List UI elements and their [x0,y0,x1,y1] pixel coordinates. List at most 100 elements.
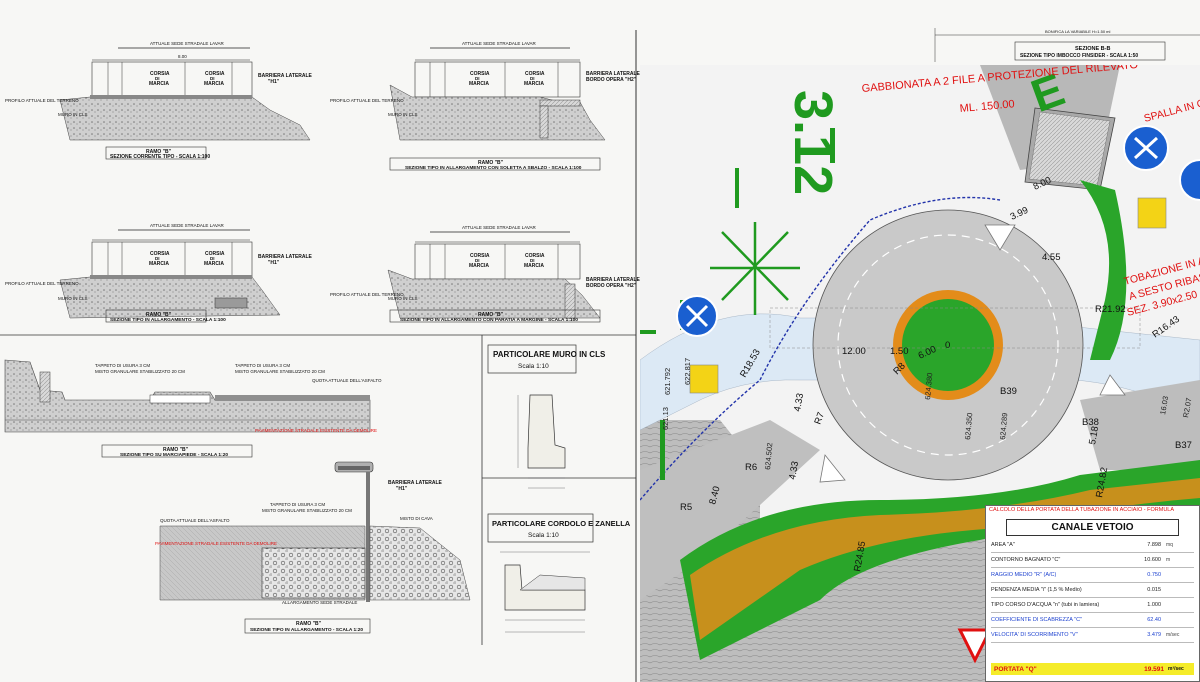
muro-detail-scale: Scala 1:10 [518,363,549,370]
detail-muro-cls: PARTICOLARE MURO IN CLS Scala 1:10 [487,344,606,489]
bb-title: SEZIONE B-B [1075,46,1110,52]
dim-label: 5.18 [1087,425,1101,445]
corsia-label: CORSIA [525,253,545,259]
table-row-label: PENDENZA MEDIA "i" (1,5 % Medio) [991,587,1082,593]
di-label: DI [475,258,480,263]
section-title: SEZIONE TIPO IN ALLARGAMENTO - SCALA 1:1… [110,317,226,323]
table-row-label: CONTORNO BAGNATO "C" [991,557,1061,563]
bb-top-label: BONIFICA LA VARIABILE H=1.50 ml [1045,29,1111,34]
marcia-label: MARCIA [204,81,224,87]
bb-subtitle: SEZIONE TIPO IMBOCCO FINSIDER - SCALA 1:… [1020,53,1138,59]
dim-label: B38 [1082,417,1099,428]
detail-cordolo-zanella: PARTICOLARE CORDOLO E ZANELLA Scala 1:10 [487,513,631,633]
ramo-label: RAMO "B" [146,312,172,318]
quota-label: QUOTA ATTUALE DELL'ASFALTO [160,518,230,523]
h1-label: "H1" [268,260,280,266]
keep-left-sign-icon [676,295,718,337]
elevation-label: 624.289 [998,412,1009,440]
portata-table-panel: CALCOLO DELLA PORTATA DELLA TUBAZIONE IN… [985,505,1200,682]
marcia-label: MARCIA [469,263,489,269]
ramo-label: RAMO "B" [478,312,504,318]
section-title: SEZIONE TIPO SU MARCIAPIEDE - SCALA 1:20 [120,452,228,458]
ramo-label: RAMO "B" [146,149,172,155]
dim-label: B37 [1175,440,1192,451]
elevation-label: R2.07 [1181,397,1193,418]
ramo-label: RAMO "B" [296,621,322,627]
barriera-label: BARRIERA LATERALE [586,71,641,77]
tappeto-label: TAPPETO DI USURA 3 CM [270,502,325,507]
gabbionata-ml-label: ML. 150.00 [959,98,1015,115]
section-title: SEZIONE TIPO IN ALLARGAMENTO CON SOLETTA… [405,165,582,171]
misto-cava-label: MISTO DI CAVA [400,516,433,521]
dim-label: 4.33 [792,392,806,412]
portata-label: PORTATA "Q" [994,665,1037,673]
misto-label: MISTO GRANULARE STABILIZZATO 20 CM [95,369,185,374]
marcia-label: MARCIA [524,81,544,87]
table-row-value: 10.600 [1144,557,1161,563]
tappeto-label: TAPPETO DI USURA 3 CM [235,363,290,368]
table-row-label: AREA "A" [991,542,1015,548]
table-title: CANALE VETOIO [1006,519,1179,536]
dim-label: R21.92 [1095,304,1126,315]
barriera-label: BARRIERA LATERALE [258,254,313,260]
elevation-label: 624.380 [923,372,934,400]
dim-label: 4.55 [1042,252,1061,263]
profilo-label: PROFILO ATTUALE DEL TERRENO [330,98,404,103]
dim-label: R24.82 [1094,466,1110,498]
road-number-label: 3.12 [783,90,843,195]
section-soletta-sbalzo: ATTUALE SEDE STRADALE LAVAR CORSIA DI MA… [330,41,641,171]
ramo-label: RAMO "B" [478,160,504,166]
table-row-unit: mq [1166,542,1173,548]
di-label: DI [530,258,535,263]
table-row: TIPO CORSO D'ACQUA "n" (tubi in lamiera)… [991,598,1194,613]
tappeto-label: TAPPETO DI USURA 3 CM [95,363,150,368]
section-title: SEZIONE CORRENTE TIPO - SCALA 1:100 [110,154,210,160]
marcia-label: MARCIA [524,263,544,269]
portata-row: PORTATA "Q" 19.591 m³/sec [991,663,1194,675]
corsia-label: CORSIA [470,253,490,259]
table-row-label: COEFFICIENTE DI SCABREZZA "C" [991,617,1082,623]
corsia-label: CORSIA [470,71,490,77]
portata-unit: m³/sec [1168,666,1184,672]
dim-label: 8.40 [707,485,722,506]
misto-label: MISTO GRANULARE STABILIZZATO 20 CM [235,369,325,374]
elevation-label: 621.13 [661,407,670,430]
barriera-label: BARRIERA LATERALE [586,277,641,283]
sede-label: ATTUALE SEDE STRADALE LAVAR [150,41,225,46]
elevation-label: 624.350 [963,412,974,440]
sede-label: ATTUALE SEDE STRADALE LAVAR [462,225,537,230]
dim-label: 1.50 [890,346,909,357]
muro-label: MURO IN CLS [58,112,88,117]
section-title: SEZIONE TIPO IN ALLARGAMENTO - SCALA 1:2… [250,627,363,633]
table-row: COEFFICIENTE DI SCABREZZA "C"62.40 [991,613,1194,628]
section-paratia-margine: ATTUALE SEDE STRADALE LAVAR CORSIA DI MA… [330,225,641,323]
elevation-label: 624.502 [763,442,774,470]
di-label: DI [155,256,160,261]
di-label: DI [210,76,215,81]
sede-label: ATTUALE SEDE STRADALE LAVAR [150,223,225,228]
table-row-unit: m [1166,557,1171,563]
misto-label: MISTO GRANULARE STABILIZZATO 20 CM [262,508,352,513]
h2-label: BORDO OPERA "H2" [586,283,637,289]
table-row-value: 1.000 [1147,602,1161,608]
portata-value: 19.591 [1144,665,1164,673]
allargamento-label: ALLARGAMENTO SEDE STRADALE [282,600,357,605]
table-row-value: 3.479 [1147,632,1161,638]
cordolo-detail-title: PARTICOLARE CORDOLO E ZANELLA [492,519,631,528]
table-row-label: RAGGIO MEDIO "R" (A/C) [991,572,1057,578]
quota-label: QUOTA ATTUALE DELL'ASFALTO [312,378,382,383]
dim-label: R24.85 [852,540,868,572]
section-allargamento-dettaglio: BARRIERA LATERALE "H1" TAPPETO DI USURA … [155,461,471,634]
elevation-label: 621.792 [663,368,672,395]
dim-label: R7 [812,411,826,426]
di-label: DI [155,76,160,81]
profilo-label: PROFILO ATTUALE DEL TERRENO [330,292,404,297]
elevation-label: 16.03 [1158,395,1170,415]
profilo-label: PROFILO ATTUALE DEL TERRENO [5,98,79,103]
pav-demolire-label: PAVIMENTAZIONE STRADALE ESISTENTE DA DEM… [255,428,377,433]
table-row-value: 0.750 [1147,572,1161,578]
